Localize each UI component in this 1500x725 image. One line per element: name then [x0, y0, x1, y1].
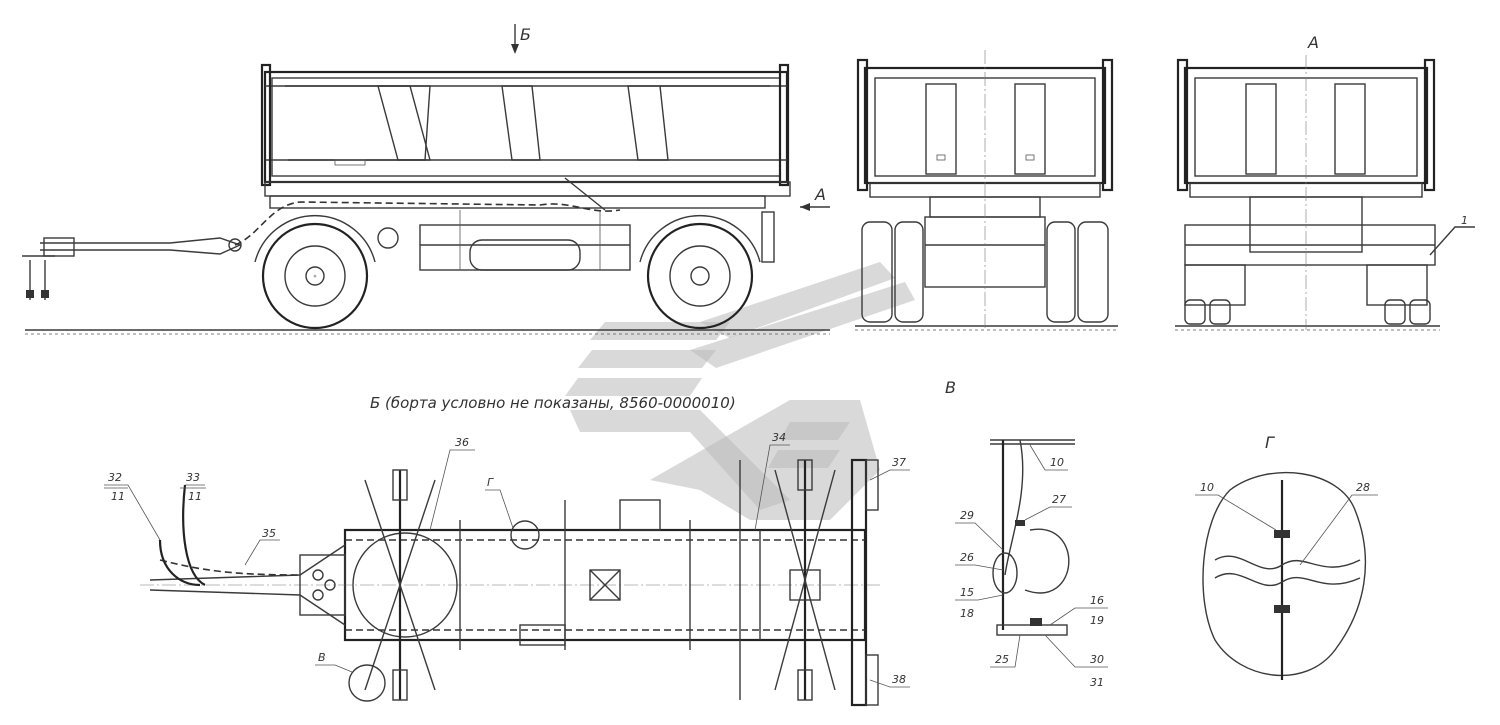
view-arrow-b: Б [511, 24, 531, 54]
plan-ref-g: Г [487, 476, 494, 489]
callout-v-10: 10 [1050, 456, 1064, 469]
detail-v-callouts: 10 27 29 26 15 18 16 19 25 30 31 [955, 444, 1108, 689]
callout-v-31: 31 [1090, 676, 1104, 689]
callout-11a: 11 [111, 490, 125, 503]
callout-v-15: 15 [960, 586, 974, 599]
callout-v-18: 18 [960, 607, 974, 620]
side-view [22, 63, 830, 335]
view-arrow-b-label: Б [520, 25, 531, 44]
callout-36: 36 [455, 436, 469, 449]
callout-32: 32 [108, 471, 122, 484]
plan-callouts: 32 11 33 11 35 36 34 37 38 Г В [104, 431, 910, 688]
view-arrow-a: А [800, 185, 830, 211]
detail-v-title: В [945, 378, 956, 397]
plan-view: Б (борта условно не показаны, 8560-00000… [140, 394, 880, 707]
callout-v-30: 30 [1090, 653, 1104, 666]
callout-v-19: 19 [1090, 614, 1104, 627]
front-view [855, 50, 1118, 331]
detail-g-callouts: 10 28 [1195, 481, 1378, 566]
callout-38: 38 [892, 673, 906, 686]
callout-v-16: 16 [1090, 594, 1104, 607]
detail-g-title: Г [1265, 433, 1275, 452]
callout-v-29: 29 [960, 509, 974, 522]
rear-view: А 1 [1175, 33, 1475, 331]
callout-34: 34 [772, 431, 786, 444]
detail-v: В [945, 378, 1075, 636]
callout-33: 33 [186, 471, 200, 484]
callout-g-10: 10 [1200, 481, 1214, 494]
callout-37: 37 [892, 456, 906, 469]
detail-g: Г [1202, 433, 1367, 680]
callout-v-26: 26 [960, 551, 974, 564]
callout-g-28: 28 [1356, 481, 1370, 494]
rear-view-title: А [1307, 33, 1319, 52]
plan-ref-v: В [318, 651, 326, 664]
callout-11b: 11 [188, 490, 202, 503]
plan-caption: Б (борта условно не показаны, 8560-00000… [370, 394, 736, 412]
callout-1: 1 [1461, 214, 1468, 227]
view-arrow-a-label: А [814, 185, 826, 204]
callout-v-27: 27 [1052, 493, 1066, 506]
callout-v-25: 25 [995, 653, 1009, 666]
callout-35: 35 [262, 527, 276, 540]
watermark-logo [565, 262, 915, 520]
